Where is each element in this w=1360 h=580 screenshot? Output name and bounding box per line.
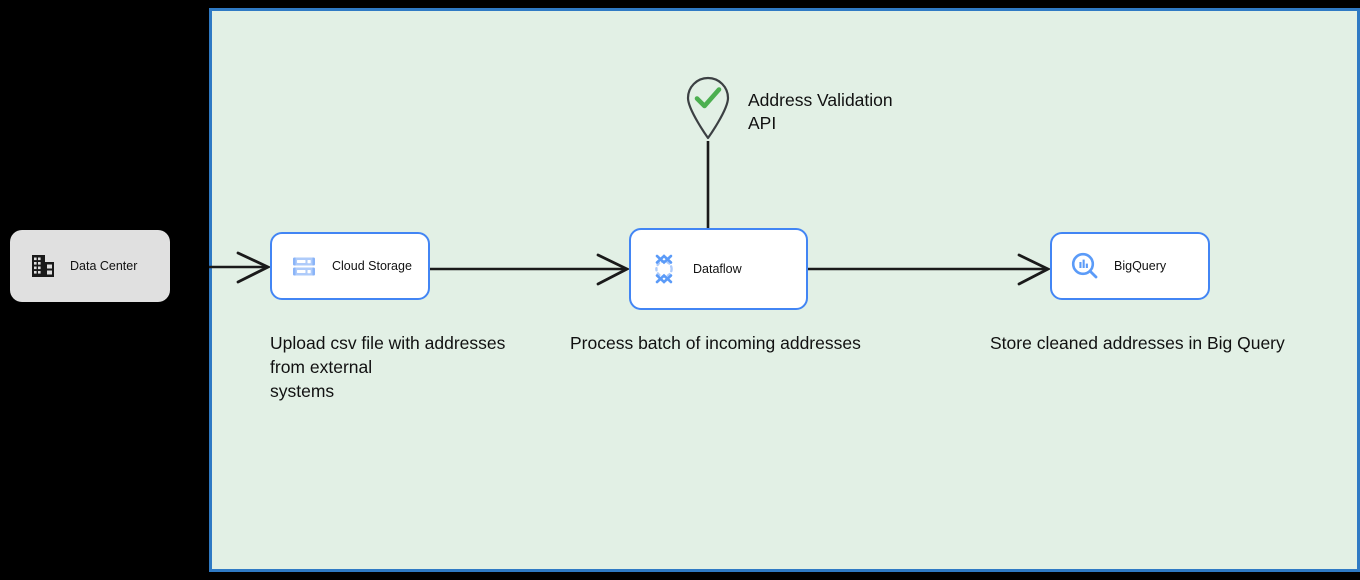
node-address-validation-api-label: Address Validation API: [748, 90, 893, 133]
node-cloud-storage[interactable]: Cloud Storage: [270, 232, 430, 300]
node-data-center[interactable]: Data Center: [10, 230, 170, 302]
node-bigquery-label: BigQuery: [1114, 258, 1167, 273]
check-icon: [694, 87, 722, 109]
caption-upload: Upload csv file with addresses from exte…: [270, 333, 506, 401]
node-address-validation-api[interactable]: [683, 74, 733, 140]
node-bigquery[interactable]: BigQuery: [1050, 232, 1210, 300]
node-cloud-storage-label: Cloud Storage: [332, 258, 412, 273]
caption-store: Store cleaned addresses in Big Query: [990, 333, 1285, 353]
dataflow-icon: [649, 253, 679, 285]
caption-process: Process batch of incoming addresses: [570, 333, 861, 353]
node-dataflow[interactable]: Dataflow: [629, 228, 808, 310]
node-dataflow-label: Dataflow: [693, 261, 742, 276]
map-pin-outline: [686, 76, 730, 140]
building-icon: [30, 253, 56, 279]
bigquery-icon: [1070, 251, 1100, 281]
node-data-center-label: Data Center: [70, 258, 138, 273]
cloud-storage-icon: [290, 252, 318, 280]
